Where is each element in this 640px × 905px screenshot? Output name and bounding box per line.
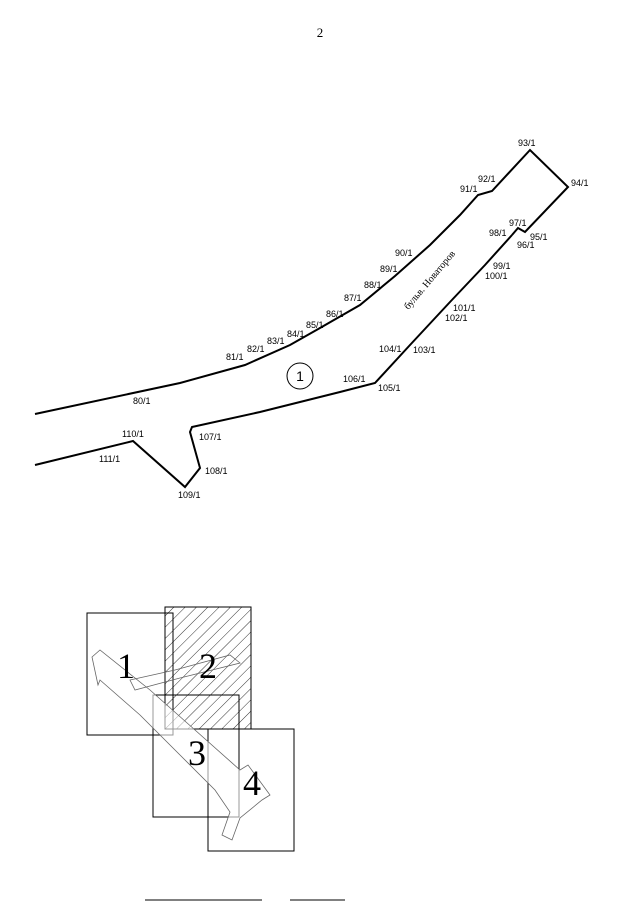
index-sheet-4-frame xyxy=(207,728,295,852)
index-sheet-4-label: 4 xyxy=(243,763,261,803)
point-label: 99/1 xyxy=(493,261,511,271)
point-label: 102/1 xyxy=(445,313,468,323)
index-sheet-1-label: 1 xyxy=(117,646,135,686)
point-label: 82/1 xyxy=(247,344,265,354)
point-label: 92/1 xyxy=(478,174,496,184)
index-sheet-1-frame xyxy=(86,612,174,736)
point-label: 103/1 xyxy=(413,345,436,355)
point-label: 109/1 xyxy=(178,490,201,500)
index-corridor-outline xyxy=(91,649,271,841)
index-sheet-3-label: 3 xyxy=(188,733,206,773)
point-label: 81/1 xyxy=(226,352,244,362)
parcel-boundary-lower xyxy=(34,234,513,489)
point-label: 91/1 xyxy=(460,184,478,194)
point-label: 90/1 xyxy=(395,248,413,258)
point-label: 111/1 xyxy=(99,454,120,464)
point-label: 110/1 xyxy=(122,429,144,439)
point-label: 86/1 xyxy=(326,309,344,319)
index-sheet-3-frame xyxy=(152,694,240,818)
point-label: 85/1 xyxy=(306,320,324,330)
point-label: 93/1 xyxy=(518,138,536,148)
point-label: 95/1 xyxy=(530,232,548,242)
point-label: 104/1 xyxy=(379,344,402,354)
point-label: 107/1 xyxy=(199,432,222,442)
parcel-number-circle xyxy=(286,362,314,390)
index-corridor-branch xyxy=(129,654,241,691)
point-label: 83/1 xyxy=(267,336,285,346)
point-label: 98/1 xyxy=(489,228,507,238)
point-label: 80/1 xyxy=(133,396,151,406)
point-label: 94/1 xyxy=(571,178,589,188)
index-sheet-2-label: 2 xyxy=(199,646,217,686)
point-label: 105/1 xyxy=(378,383,401,393)
page-number: 2 xyxy=(316,25,324,40)
point-label: 89/1 xyxy=(380,264,398,274)
parcel-boundary-upper xyxy=(34,148,570,415)
point-label: 88/1 xyxy=(364,280,382,290)
point-label: 96/1 xyxy=(517,240,535,250)
point-label: 101/1 xyxy=(453,303,476,313)
point-label: 87/1 xyxy=(344,293,362,303)
point-label: 106/1 xyxy=(343,374,366,384)
point-label: 97/1 xyxy=(509,218,527,228)
parcel-number: 1 xyxy=(296,368,304,384)
point-label: 84/1 xyxy=(287,329,305,339)
sheet-index-map: 1 2 3 4 xyxy=(86,606,295,852)
point-label: 108/1 xyxy=(205,466,228,476)
point-label: 100/1 xyxy=(485,271,508,281)
